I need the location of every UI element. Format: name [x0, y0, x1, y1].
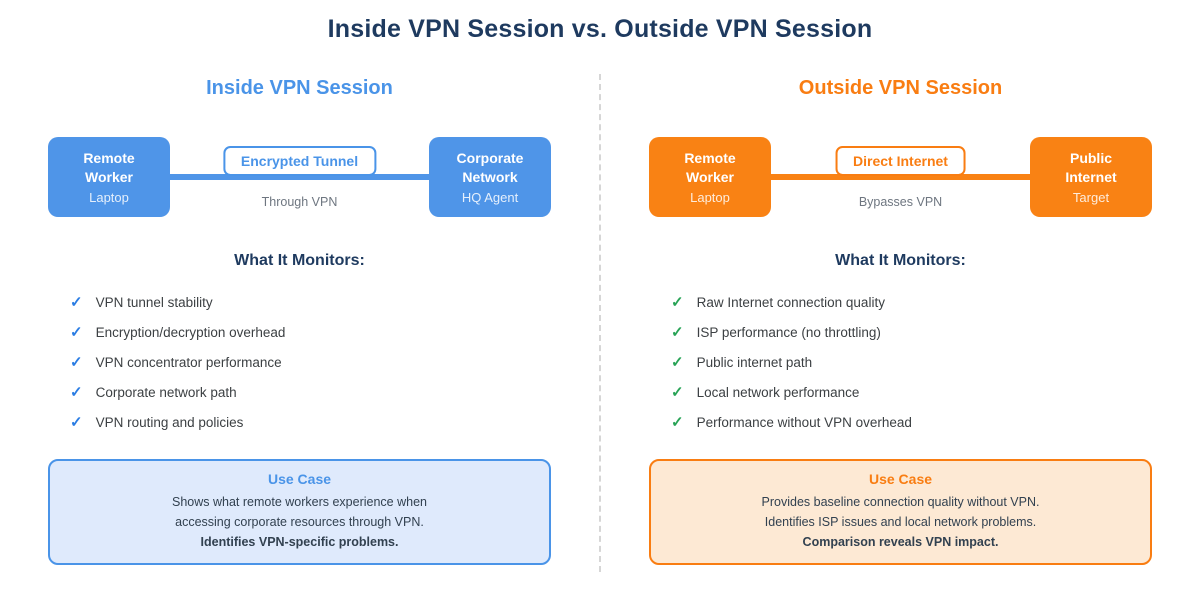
monitors-heading: What It Monitors:	[234, 252, 365, 269]
node-title: Public Internet	[1065, 150, 1117, 185]
monitor-label: Encryption/decryption overhead	[95, 325, 286, 340]
node-subtitle: Laptop	[690, 190, 730, 205]
monitor-label: VPN tunnel stability	[95, 295, 213, 310]
list-item: ✓ Raw Internet connection quality	[671, 294, 1152, 311]
use-case-line: accessing corporate resources through VP…	[175, 515, 424, 529]
use-case-line: Shows what remote workers experience whe…	[172, 495, 427, 509]
panel-divider	[599, 74, 601, 572]
list-item: ✓ Local network performance	[671, 384, 1152, 401]
public-internet-node: Public Internet Target	[1030, 137, 1152, 217]
check-icon: ✓	[70, 414, 83, 431]
node-subtitle: Laptop	[89, 190, 129, 205]
monitor-label: Public internet path	[696, 355, 813, 370]
node-title: Remote Worker	[83, 150, 135, 185]
remote-worker-node: Remote Worker Laptop	[48, 137, 170, 217]
outside-vpn-panel: Outside VPN Session Remote Worker Laptop…	[601, 76, 1200, 565]
use-case-box: Use Case Shows what remote workers exper…	[48, 459, 551, 565]
direct-connection: Direct Internet Bypasses VPN	[767, 137, 1034, 217]
remote-worker-node: Remote Worker Laptop	[649, 137, 771, 217]
monitor-label: VPN routing and policies	[95, 415, 244, 430]
use-case-line: Identifies ISP issues and local network …	[764, 515, 1037, 529]
use-case-title: Use Case	[868, 471, 933, 487]
use-case-title: Use Case	[267, 471, 332, 487]
list-item: ✓ Performance without VPN overhead	[671, 414, 1152, 431]
monitor-label: Local network performance	[696, 385, 860, 400]
use-case-bold-line: Identifies VPN-specific problems.	[200, 535, 399, 549]
inside-vpn-diagram: Remote Worker Laptop Encrypted Tunnel Th…	[48, 137, 551, 217]
list-item: ✓ Public internet path	[671, 354, 1152, 371]
check-icon: ✓	[671, 324, 684, 341]
corporate-network-node: Corporate Network HQ Agent	[429, 137, 551, 217]
list-item: ✓ ISP performance (no throttling)	[671, 324, 1152, 341]
use-case-box: Use Case Provides baseline connection qu…	[649, 459, 1152, 565]
node-title: Remote Worker	[684, 150, 736, 185]
check-icon: ✓	[70, 384, 83, 401]
list-item: ✓ Corporate network path	[70, 384, 551, 401]
monitor-label: ISP performance (no throttling)	[696, 325, 881, 340]
monitors-list: ✓ Raw Internet connection quality ✓ ISP …	[671, 294, 1152, 431]
node-subtitle: Target	[1072, 190, 1110, 205]
list-item: ✓ VPN tunnel stability	[70, 294, 551, 311]
monitor-label: Corporate network path	[95, 385, 237, 400]
check-icon: ✓	[671, 294, 684, 311]
check-icon: ✓	[671, 384, 684, 401]
use-case-line: Provides baseline connection quality wit…	[761, 495, 1040, 509]
monitors-list: ✓ VPN tunnel stability ✓ Encryption/decr…	[70, 294, 551, 431]
direct-internet-label: Direct Internet	[835, 146, 966, 176]
check-icon: ✓	[70, 354, 83, 371]
monitor-label: Raw Internet connection quality	[696, 295, 885, 310]
list-item: ✓ VPN concentrator performance	[70, 354, 551, 371]
monitors-heading: What It Monitors:	[835, 252, 966, 269]
connection-line	[166, 174, 433, 180]
check-icon: ✓	[70, 294, 83, 311]
page-title: Inside VPN Session vs. Outside VPN Sessi…	[327, 15, 873, 43]
encrypted-tunnel-label: Encrypted Tunnel	[222, 146, 377, 176]
node-subtitle: HQ Agent	[461, 190, 519, 205]
check-icon: ✓	[671, 354, 684, 371]
check-icon: ✓	[671, 414, 684, 431]
list-item: ✓ Encryption/decryption overhead	[70, 324, 551, 341]
outside-vpn-diagram: Remote Worker Laptop Direct Internet Byp…	[649, 137, 1152, 217]
node-title: Corporate Network	[456, 150, 524, 185]
check-icon: ✓	[70, 324, 83, 341]
inside-vpn-heading: Inside VPN Session	[206, 77, 393, 99]
panels-container: Inside VPN Session Remote Worker Laptop …	[0, 74, 1200, 572]
connection-line	[767, 174, 1034, 180]
outside-vpn-heading: Outside VPN Session	[798, 77, 1003, 99]
monitor-label: Performance without VPN overhead	[696, 415, 912, 430]
connection-sublabel: Bypasses VPN	[858, 195, 943, 209]
vpn-connection: Encrypted Tunnel Through VPN	[166, 137, 433, 217]
monitor-label: VPN concentrator performance	[95, 355, 282, 370]
inside-vpn-panel: Inside VPN Session Remote Worker Laptop …	[0, 76, 599, 565]
connection-sublabel: Through VPN	[261, 195, 338, 209]
list-item: ✓ VPN routing and policies	[70, 414, 551, 431]
use-case-bold-line: Comparison reveals VPN impact.	[802, 535, 999, 549]
